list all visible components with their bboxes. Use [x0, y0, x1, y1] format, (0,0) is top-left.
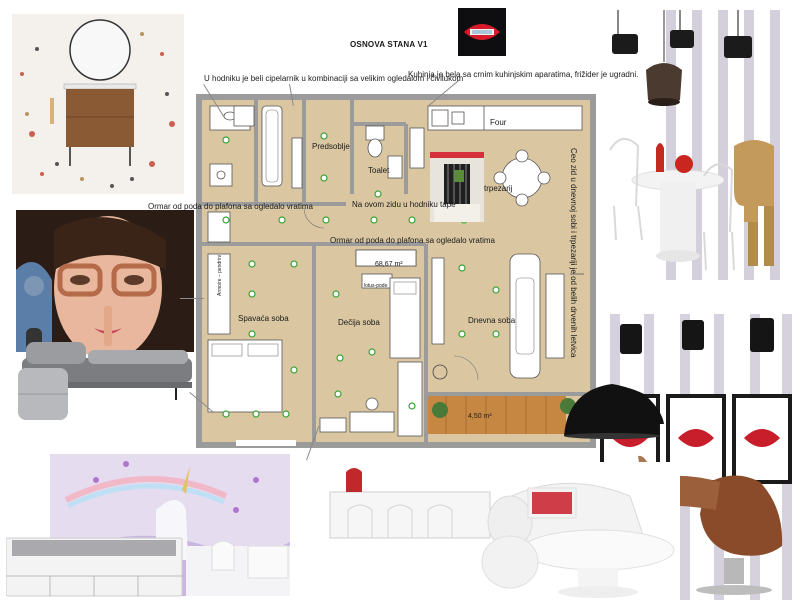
sideboard-sofa-image [300, 462, 680, 600]
dining-label: trpezarij [484, 184, 513, 193]
wall-tape-note: Na ovom zidu u hodniku tape [352, 200, 456, 209]
dining-set-image [608, 10, 794, 280]
hallway-wallpaper-image [430, 152, 484, 222]
room-kids-label: Dečija soba [338, 318, 380, 327]
room-bedroom-label: Spavaća soba [238, 314, 289, 323]
hallway-note: U hodniku je beli cipelarnik u kombinaci… [204, 74, 464, 83]
black-pendant-lamp [560, 380, 664, 440]
kitchen-oven-label: Four [490, 118, 507, 127]
terrace-area-label: 4,50 m² [468, 413, 492, 420]
kids-room-image [6, 450, 296, 600]
woman-portrait-image [16, 210, 194, 420]
room-toilet-label: Toalet [368, 166, 390, 175]
wardrobe-center-note: Ormar od poda do plafona sa ogledalo vra… [330, 236, 495, 245]
wardrobe-vertical-label: Armoire – pendrini [217, 255, 223, 296]
wardrobe-left-note: Ormar od poda do plafona sa ogledalo vra… [148, 202, 313, 211]
room-living-label: Dnevna soba [468, 316, 516, 325]
floor-plan [196, 94, 596, 448]
plan-title: OSNOVA STANA V1 [350, 40, 428, 49]
lips-art-image [458, 8, 506, 56]
total-area-label: 68,67 m² [375, 261, 403, 268]
floor-plan-drawing [196, 94, 596, 448]
desk-box-label: lotus-pode [364, 283, 388, 289]
bathroom-vanity-image [12, 14, 184, 194]
leader-line [180, 298, 204, 299]
dining-vertical-note: Ceo zid u dnevnoj sobi i trpezariji je o… [569, 148, 578, 358]
room-hallway-label: Predsoblje [312, 142, 350, 151]
kitchen-note: Kuhinja je bela sa crnim kuhinjskim apar… [408, 70, 639, 79]
